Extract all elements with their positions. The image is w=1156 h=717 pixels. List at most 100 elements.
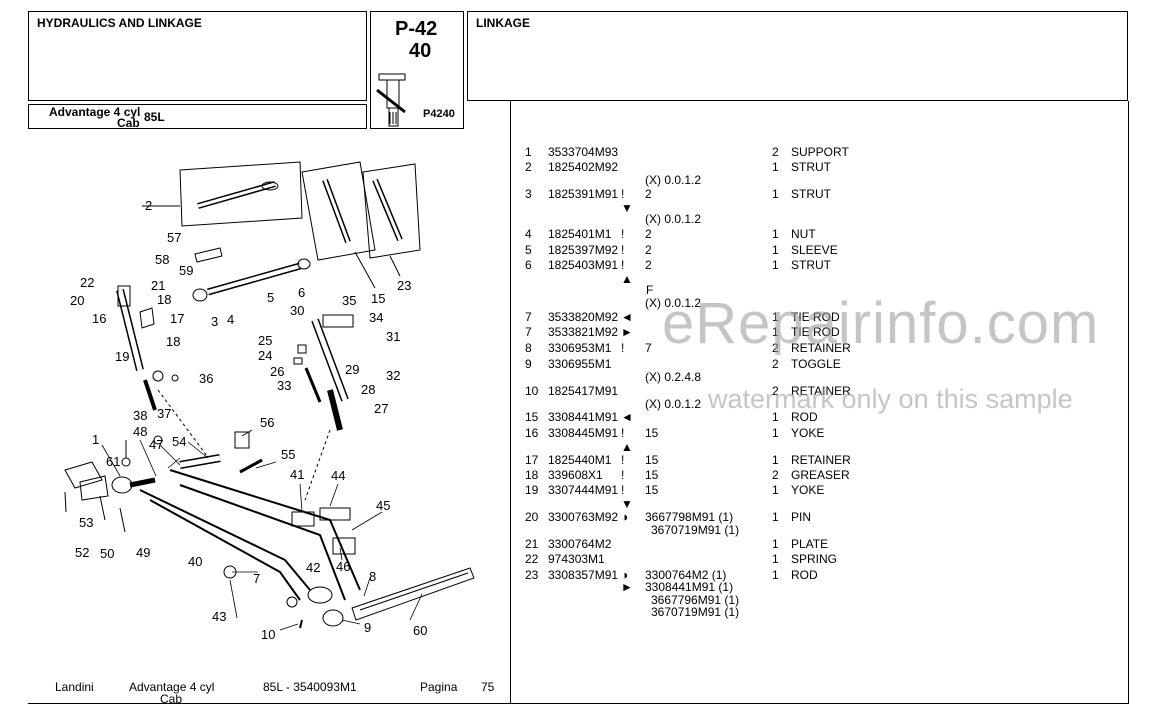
- callout-45: 45: [376, 498, 391, 513]
- parts-cell-note: 7: [645, 341, 652, 355]
- callout-16: 16: [92, 311, 107, 326]
- parts-cell-part: 974303M1: [548, 552, 605, 566]
- parts-cell-desc: SUPPORT: [791, 145, 849, 159]
- parts-cell-part: 3300764M2: [548, 537, 612, 551]
- parts-cell-qty: 2: [772, 384, 779, 398]
- parts-cell-mark: !: [621, 468, 625, 482]
- parts-cell-desc: PIN: [791, 510, 812, 524]
- parts-cell-mark: ◄: [621, 410, 633, 424]
- footer-cab: Cab: [160, 692, 183, 706]
- callout-60: 60: [413, 623, 428, 638]
- callout-37: 37: [157, 406, 172, 421]
- parts-cell-qty: 2: [772, 468, 779, 482]
- parts-cell-note: F: [646, 283, 654, 297]
- callout-23: 23: [397, 278, 412, 293]
- parts-cell-qty: 1: [772, 410, 779, 424]
- parts-cell-ref: 5: [525, 243, 532, 257]
- parts-cell-note: 15: [645, 468, 659, 482]
- parts-cell-mark: ►: [621, 580, 633, 594]
- parts-cell-desc: SLEEVE: [791, 243, 838, 257]
- callout-8: 8: [369, 569, 377, 584]
- callout-43: 43: [212, 609, 227, 624]
- parts-cell-desc: TOGGLE: [791, 357, 841, 371]
- parts-cell-desc: TIE ROD: [791, 310, 840, 324]
- watermark-sub: watermark only on this sample: [708, 384, 1073, 414]
- callout-30: 30: [290, 303, 305, 318]
- parts-cell-ref: 15: [525, 410, 539, 424]
- parts-cell-note: ▲: [621, 272, 633, 286]
- section-title: HYDRAULICS AND LINKAGE: [37, 16, 202, 30]
- parts-cell-qty: 1: [772, 568, 779, 582]
- watermark-main: eRepairinfo.com: [662, 291, 1100, 356]
- callout-33: 33: [277, 378, 292, 393]
- callout-40: 40: [188, 554, 203, 569]
- footer-brand: Landini: [55, 680, 94, 694]
- parts-cell-qty: 2: [772, 341, 779, 355]
- parts-cell-qty: 1: [772, 187, 779, 201]
- callout-10: 10: [261, 627, 276, 642]
- callout-26: 26: [270, 364, 285, 379]
- parts-cell-note: (X) 0.0.1.2: [645, 173, 702, 187]
- parts-cell-note: 2: [645, 227, 652, 241]
- parts-cell-desc: STRUT: [791, 187, 831, 201]
- parts-cell-part: 3308441M91: [548, 410, 619, 424]
- parts-cell-part: 1825403M91: [548, 258, 619, 272]
- parts-cell-mark: !: [621, 483, 625, 497]
- parts-cell-note: 2: [645, 187, 652, 201]
- parts-cell-part: 3306953M1: [548, 341, 612, 355]
- parts-cell-part: 1825401M1: [548, 227, 612, 241]
- parts-cell-part: 3308445M91: [548, 426, 619, 440]
- parts-cell-qty: 2: [772, 145, 779, 159]
- callout-44: 44: [331, 468, 346, 483]
- callout-55: 55: [281, 447, 296, 462]
- model-name: Advantage 4 cyl: [49, 105, 141, 119]
- bottom-border: [28, 703, 1129, 704]
- parts-cell-mark: !: [621, 453, 625, 467]
- callout-59: 59: [179, 263, 194, 278]
- parts-cell-desc: PLATE: [791, 537, 829, 551]
- parts-cell-part: 339608X1: [548, 468, 603, 482]
- parts-cell-desc: SPRING: [791, 552, 838, 566]
- callout-20: 20: [70, 293, 85, 308]
- parts-cell-qty: 1: [772, 537, 779, 551]
- callout-29: 29: [345, 362, 360, 377]
- pto-shaft-icon: [376, 73, 406, 127]
- callout-7: 7: [253, 571, 261, 586]
- parts-cell-note: 15: [645, 453, 659, 467]
- parts-cell-desc: RETAINER: [791, 453, 851, 467]
- callout-4: 4: [227, 312, 235, 327]
- parts-cell-ref: 17: [525, 453, 539, 467]
- callout-57: 57: [167, 230, 182, 245]
- callout-38: 38: [133, 408, 148, 423]
- parts-cell-ref: 10: [525, 384, 539, 398]
- callout-48: 48: [133, 424, 148, 439]
- parts-cell-ref: 1: [525, 145, 532, 159]
- parts-cell-ref: 23: [525, 568, 539, 582]
- parts-cell-mark: !: [621, 243, 625, 257]
- parts-cell-part: 3306955M1: [548, 357, 612, 371]
- parts-cell-mark: !: [621, 341, 625, 355]
- parts-cell-note: (X) 0.0.1.2: [645, 212, 702, 226]
- parts-cell-note: 3667798M91 (1): [645, 510, 734, 524]
- linkage-exploded-diagram: [64, 161, 475, 631]
- page-code: P-42: [395, 18, 438, 40]
- parts-cell-note: ▼: [621, 201, 633, 215]
- parts-cell-qty: 1: [772, 258, 779, 272]
- callout-61: 61: [106, 454, 121, 469]
- parts-cell-desc: GREASER: [791, 468, 850, 482]
- parts-cell-note: (X) 0.0.1.2: [645, 397, 702, 411]
- parts-cell-ref: 7: [525, 310, 532, 324]
- parts-cell-ref: 9: [525, 357, 532, 371]
- parts-cell-note: 15: [645, 483, 659, 497]
- model-cab: Cab: [117, 116, 140, 130]
- parts-cell-part: 3533820M92: [548, 310, 619, 324]
- parts-cell-desc: ROD: [791, 410, 818, 424]
- callout-18b: 18: [166, 334, 181, 349]
- page-code-box: P-42 40 P4240: [370, 11, 464, 129]
- callout-9: 9: [364, 620, 372, 635]
- column-divider: [510, 101, 511, 704]
- parts-cell-note: 3308441M91 (1): [645, 580, 734, 594]
- parts-cell-part: 1825440M1: [548, 453, 612, 467]
- callout-17: 17: [170, 311, 185, 326]
- parts-cell-mark: !: [621, 227, 625, 241]
